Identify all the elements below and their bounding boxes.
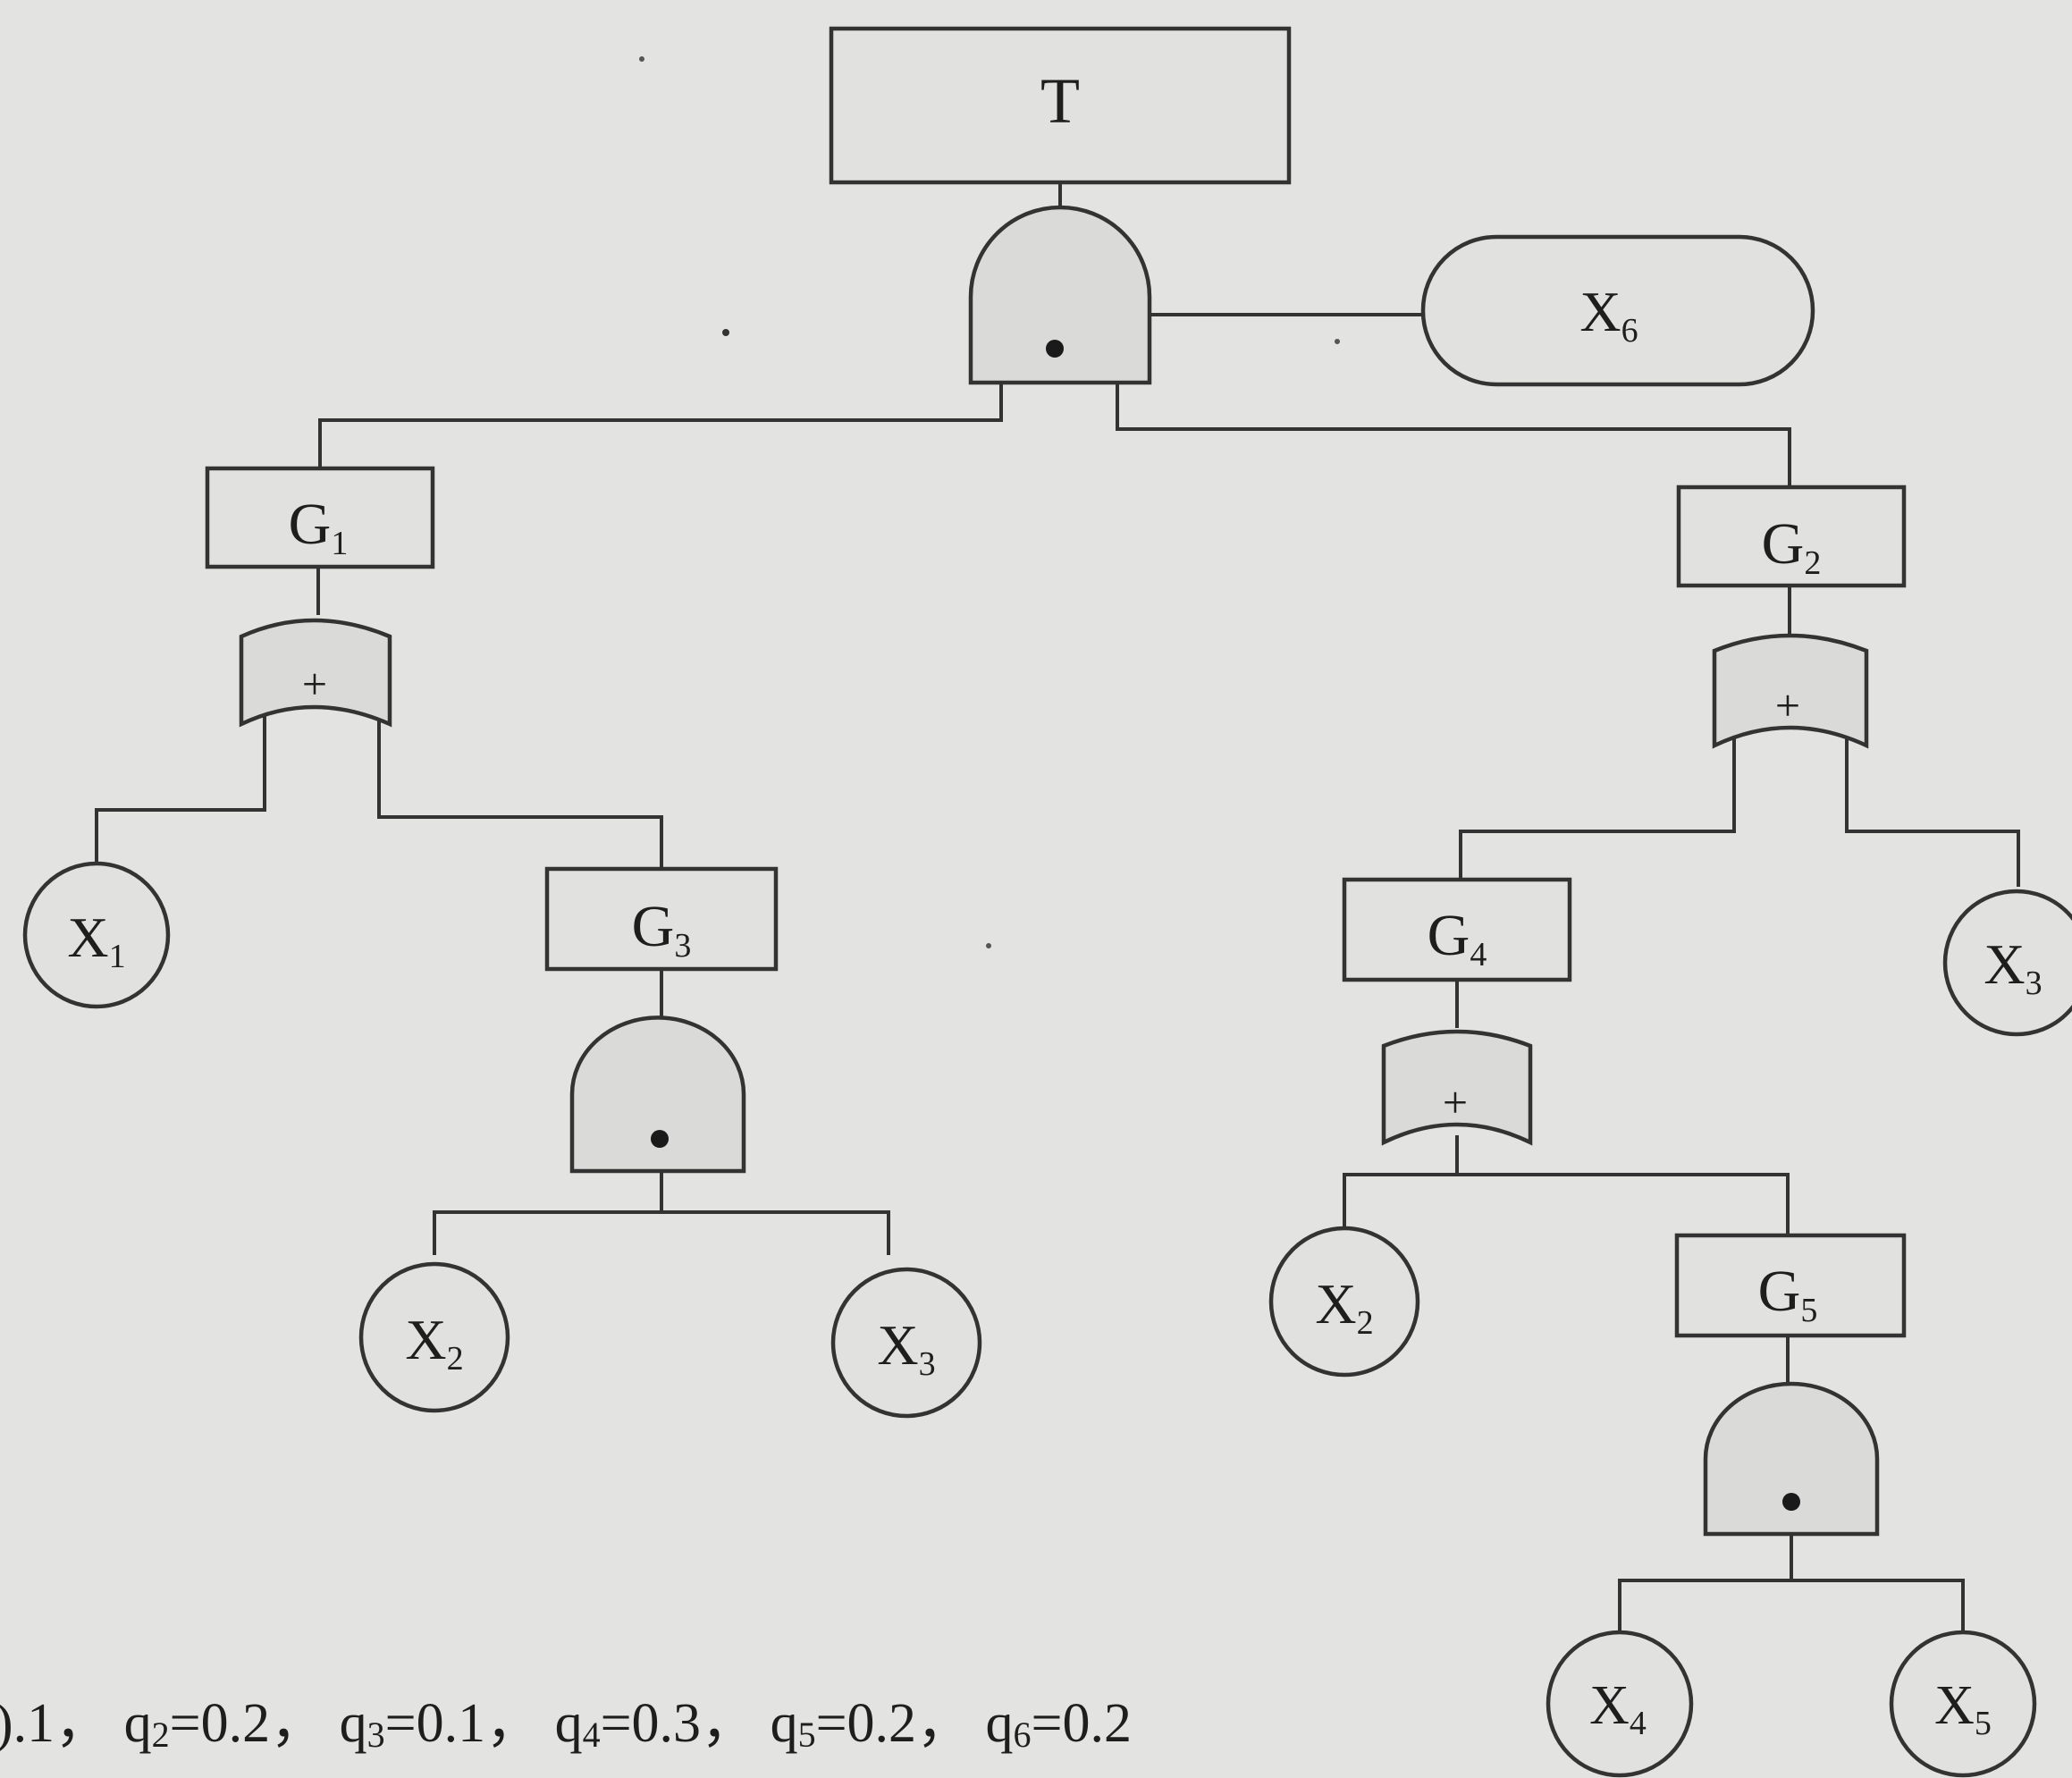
prob-q6: q6=0.2 bbox=[985, 1693, 1132, 1755]
print-specks bbox=[639, 56, 1340, 948]
g4-label: G4 bbox=[1428, 903, 1487, 973]
or-plus-icon: + bbox=[302, 659, 327, 709]
gate-box-g5: G5 bbox=[1674, 1233, 1907, 1338]
gate-box-g4: G4 bbox=[1342, 877, 1572, 982]
event-x2-right-label: X2 bbox=[1315, 1272, 1373, 1342]
prob-q5: q5=0.2， bbox=[770, 1693, 973, 1755]
top-event-box: T bbox=[829, 26, 1292, 185]
event-x5: X5 bbox=[1889, 1630, 2037, 1778]
event-x1: X1 bbox=[22, 861, 171, 1009]
gate-box-g3: G3 bbox=[544, 866, 779, 972]
connector-lines bbox=[95, 183, 2020, 1632]
event-x2-left: X2 bbox=[358, 1261, 510, 1413]
g2-label: G2 bbox=[1762, 511, 1822, 582]
event-x5-label: X5 bbox=[1934, 1675, 1992, 1742]
prob-start: ).1， bbox=[0, 1693, 111, 1754]
event-x3-left-label: X3 bbox=[877, 1313, 935, 1383]
and-dot-icon bbox=[651, 1130, 669, 1148]
event-x4-label: X4 bbox=[1589, 1675, 1647, 1742]
or-gate-g4: + bbox=[1381, 1029, 1533, 1146]
prob-q4: q4=0.3， bbox=[554, 1693, 757, 1755]
event-x3-right: X3 bbox=[1942, 889, 2072, 1037]
g5-label: G5 bbox=[1758, 1259, 1818, 1329]
event-x2-right: X2 bbox=[1268, 1226, 1420, 1378]
or-gate-g2: + bbox=[1712, 633, 1869, 749]
prob-q3: q3=0.1， bbox=[339, 1693, 542, 1755]
event-x3-left: X3 bbox=[830, 1267, 982, 1419]
or-plus-icon: + bbox=[1775, 680, 1800, 730]
event-x6-label: X6 bbox=[1579, 280, 1638, 350]
event-x3-right-label: X3 bbox=[1984, 932, 2042, 1002]
gate-box-g1: G1 bbox=[205, 466, 435, 569]
top-event-label: T bbox=[1040, 65, 1080, 137]
and-dot-icon bbox=[1782, 1493, 1800, 1511]
and-gate-g3 bbox=[569, 1015, 746, 1174]
g3-label: G3 bbox=[632, 894, 692, 965]
and-dot-icon bbox=[1046, 340, 1064, 358]
and-gate-top bbox=[968, 205, 1152, 385]
gate-box-g2: G2 bbox=[1676, 485, 1907, 588]
g1-label: G1 bbox=[289, 492, 349, 562]
and-gate-g5 bbox=[1703, 1381, 1880, 1537]
prob-q2: q2=0.2， bbox=[123, 1693, 326, 1755]
event-x4: X4 bbox=[1546, 1630, 1694, 1778]
event-x2-left-label: X2 bbox=[405, 1308, 463, 1378]
probability-values: ).1， q2=0.2， q3=0.1， q4=0.3， q5=0.2， q6=… bbox=[0, 1677, 1132, 1757]
event-x6: X6 bbox=[1420, 234, 1815, 387]
or-gate-g1: + bbox=[239, 618, 392, 728]
or-plus-icon: + bbox=[1443, 1077, 1468, 1127]
event-x1-label: X1 bbox=[67, 906, 125, 975]
